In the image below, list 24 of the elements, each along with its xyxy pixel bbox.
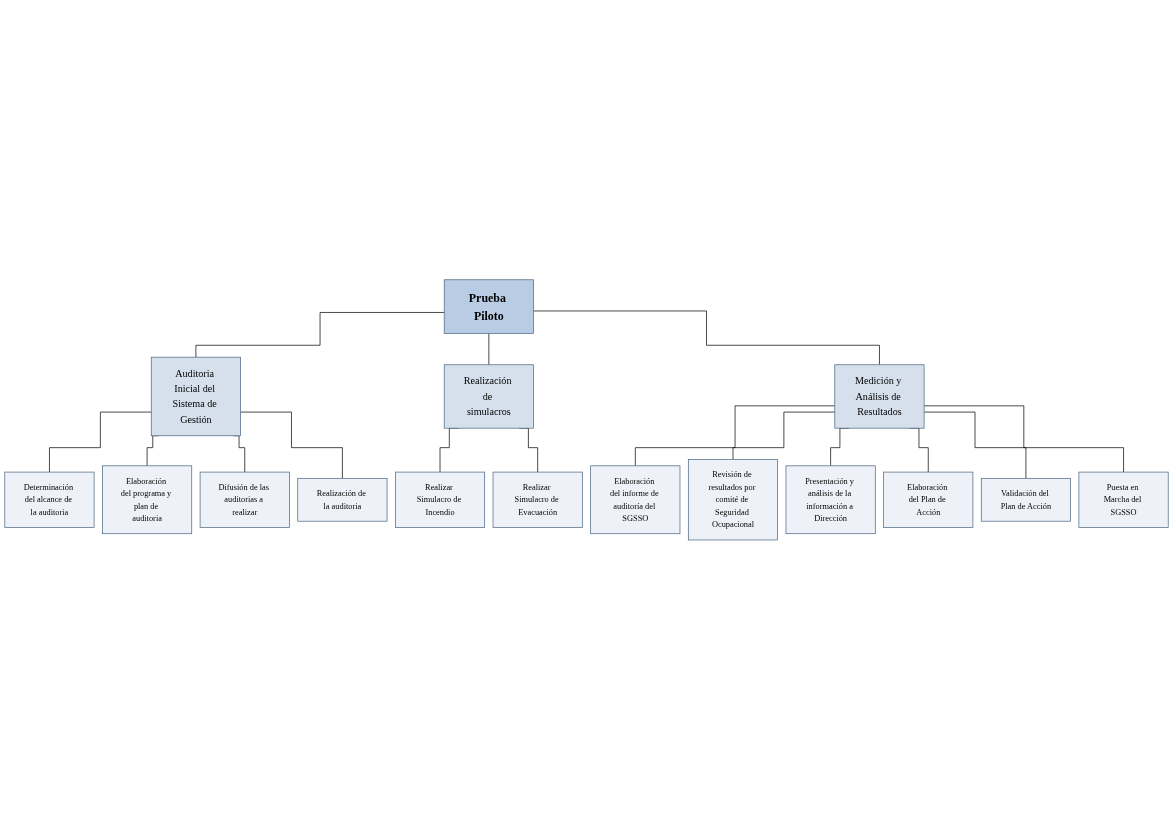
node-box: Realización de simulacros	[443, 364, 534, 429]
node-box: Validación del Plan de Acción	[980, 477, 1071, 522]
node-box: Realización de la auditoria	[297, 477, 388, 522]
connector	[923, 411, 1027, 479]
node-box: Elaboración del programa y plan de auditoria	[102, 465, 193, 534]
node-box: Auditoria Inicial del Sistema de Gestión	[150, 356, 241, 436]
node-box: Puesta en Marcha del SGSSO	[1078, 471, 1169, 528]
connector	[195, 311, 445, 358]
node-box: Realizar Simulacro de Evacuación	[492, 471, 583, 528]
node-box: Determinación del alcance de la auditoria	[4, 471, 95, 528]
connector	[923, 405, 1124, 473]
connector	[634, 405, 836, 466]
connector	[732, 411, 836, 460]
node-box: Revisión de resultados por comité de Seguridad Ocupacional	[687, 458, 778, 540]
node-box: Prueba Piloto	[443, 279, 534, 334]
connector	[240, 411, 343, 479]
node-box: Elaboración del informe de auditoría del SGSSO	[590, 465, 681, 534]
node-box: Presentación y análisis de la información a Dirección	[785, 465, 876, 534]
node-box: Realizar Simulacro de Incendio	[395, 471, 486, 528]
connector	[49, 411, 152, 473]
node-box: Elaboración del Plan de Acción	[883, 471, 974, 528]
node-box: Difusión de las auditorias a realizar	[199, 471, 290, 528]
node-box: Medición y Análisis de Resultados	[834, 364, 925, 429]
connector	[533, 310, 880, 365]
